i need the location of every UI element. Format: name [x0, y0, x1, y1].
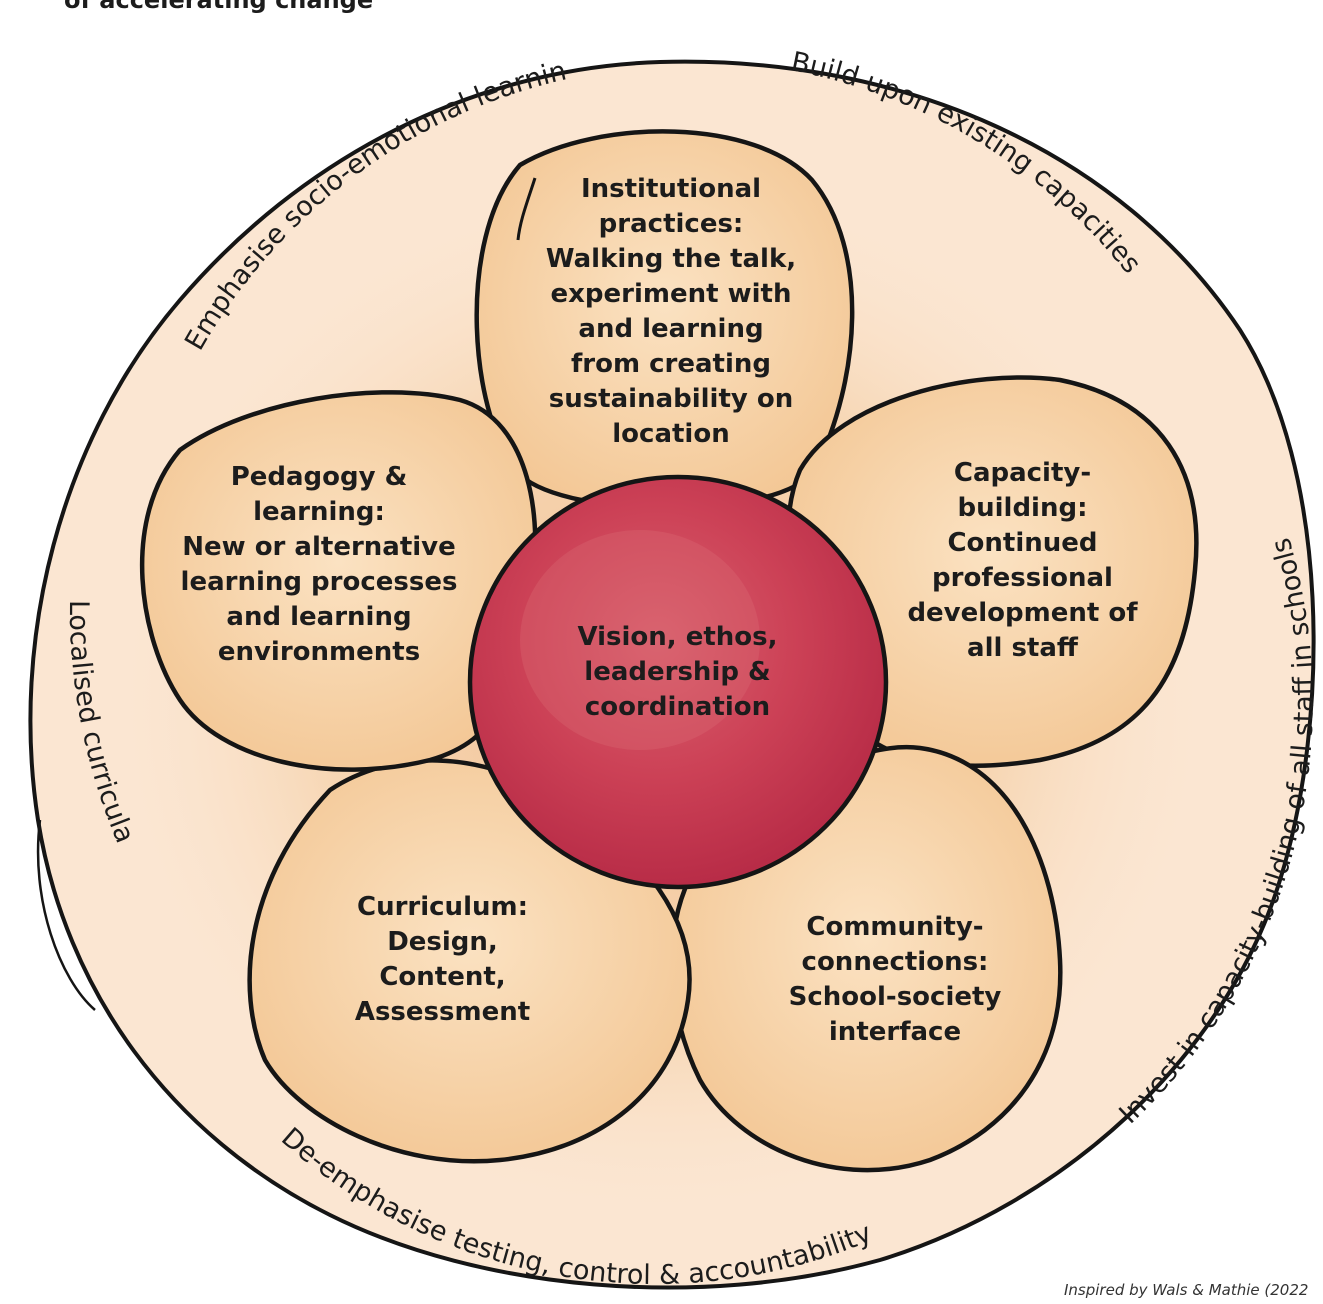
petal-curriculum-title: Curriculum:	[357, 892, 528, 922]
petal-community-text: Community-connections: School-society in…	[775, 910, 1015, 1050]
center-text: Vision, ethos, leadership & coordination	[577, 622, 778, 722]
petal-community-title: Community-connections:	[801, 912, 989, 977]
petal-pedagogy-text: Pedagogy & learning: New or alternative …	[178, 460, 460, 670]
petal-capacity-text: Capacity-building: Continued professiona…	[900, 456, 1145, 666]
petal-curriculum-body: Design, Content, Assessment	[354, 927, 531, 1027]
petal-curriculum-text: Curriculum: Design, Content, Assessment	[335, 890, 550, 1030]
petal-capacity-body: Continued professional development of al…	[907, 528, 1138, 663]
petal-pedagogy-title: Pedagogy & learning:	[230, 462, 408, 527]
header-text: of accelerating change	[64, 0, 374, 14]
petal-institutional-text: Institutional practices: Walking the tal…	[540, 172, 802, 452]
petal-institutional-title: Institutional practices:	[580, 174, 762, 239]
credit-text: Inspired by Wals & Mathie (2022	[1064, 1281, 1309, 1299]
petal-community-body: School-society interface	[788, 982, 1002, 1047]
center-circle	[467, 474, 889, 890]
petal-pedagogy-body: New or alternative learning processes an…	[180, 532, 458, 667]
petal-capacity-title: Capacity-building:	[953, 458, 1092, 523]
petal-institutional-body: Walking the talk, experiment with and le…	[545, 244, 797, 449]
